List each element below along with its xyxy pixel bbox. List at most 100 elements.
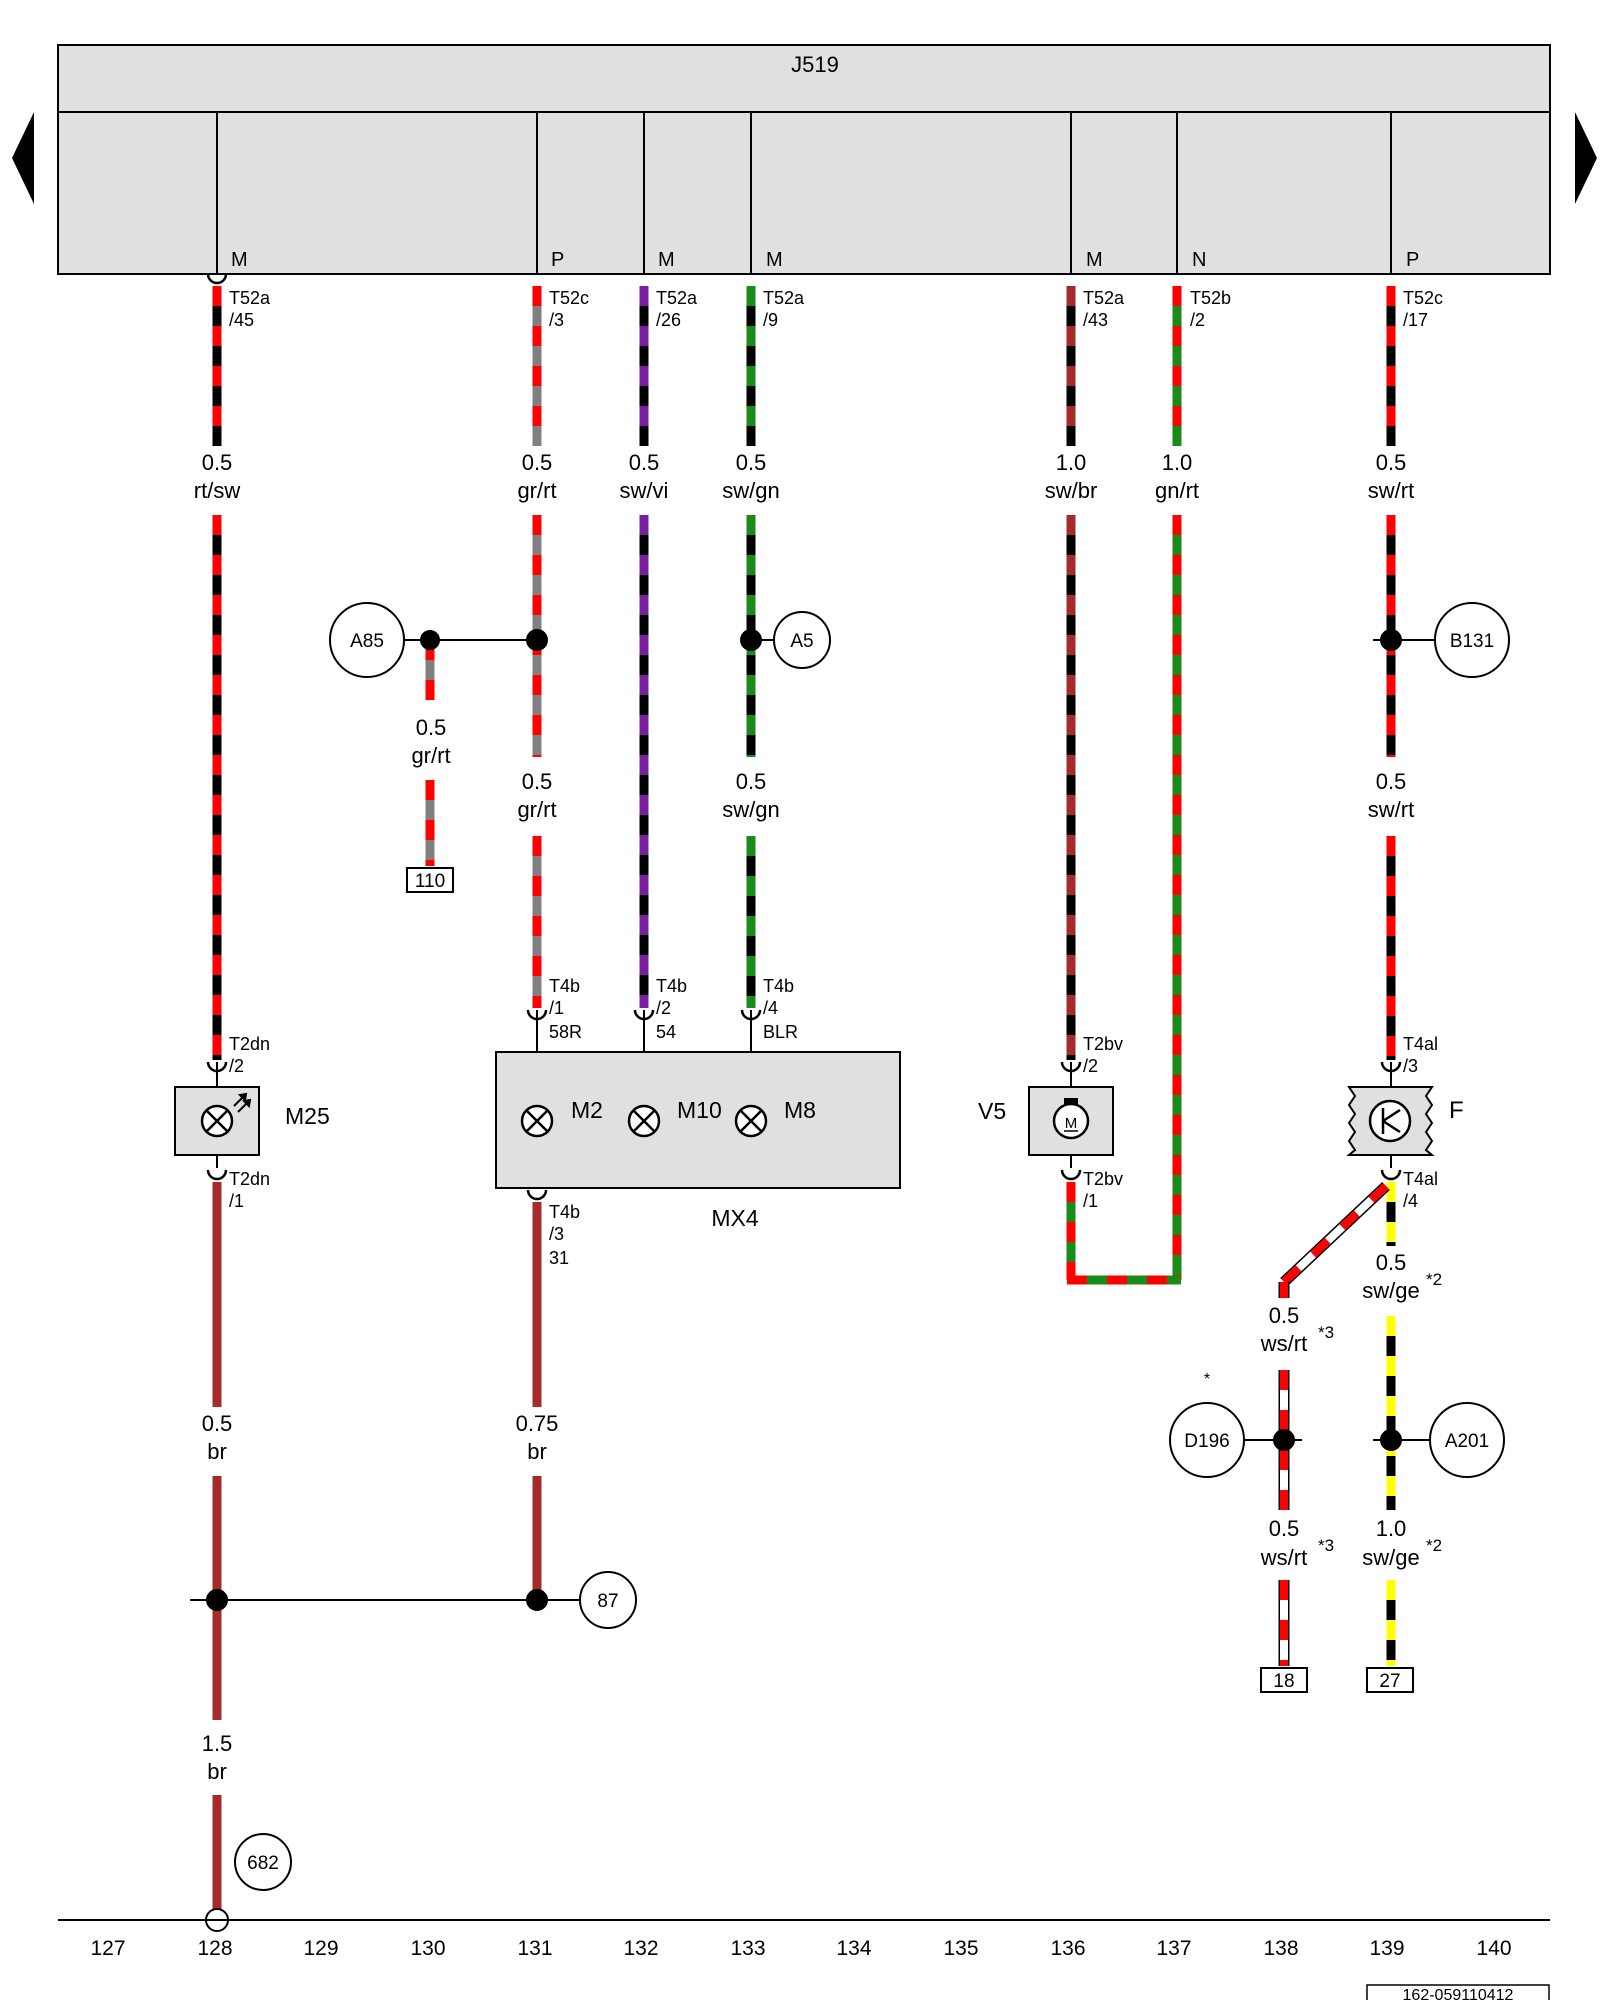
connector-hook bbox=[1380, 1061, 1402, 1073]
ref-circle-a85 bbox=[329, 602, 405, 678]
component-label: M25 bbox=[285, 1103, 330, 1129]
pin-number: /43 bbox=[1083, 310, 1108, 330]
ref-box-label: 27 bbox=[1379, 1671, 1400, 1692]
prev-page-arrow-icon[interactable] bbox=[12, 112, 34, 204]
lamp-icon bbox=[520, 1104, 554, 1138]
wire-size: 1.0 bbox=[1376, 1516, 1407, 1541]
ref-circle-label: A201 bbox=[1445, 1431, 1489, 1452]
wire-size: 0.5 bbox=[1376, 1250, 1407, 1275]
pin-connector: T52b bbox=[1190, 288, 1231, 308]
ref-circle-label: 87 bbox=[597, 1591, 618, 1612]
column-number: 139 bbox=[1369, 1937, 1404, 1960]
connector-name: T4b bbox=[549, 976, 580, 996]
wire-size: 0.5 bbox=[522, 450, 553, 475]
ref-circle-b131 bbox=[1434, 602, 1510, 678]
next-page-arrow-icon[interactable] bbox=[1575, 112, 1597, 204]
wire-note: *2 bbox=[1426, 1536, 1442, 1555]
junction-dot bbox=[526, 1589, 548, 1611]
connector-name: T4b bbox=[763, 976, 794, 996]
module-body bbox=[57, 111, 1551, 275]
connector-pin: /4 bbox=[1403, 1191, 1418, 1211]
junction-dot bbox=[420, 630, 440, 650]
component-label: V5 bbox=[978, 1098, 1006, 1124]
component-label: M10 bbox=[677, 1097, 722, 1123]
wire-note: *3 bbox=[1318, 1323, 1334, 1342]
pin-connector: T52a bbox=[763, 288, 805, 308]
component-v5: M V5 bbox=[978, 1086, 1114, 1156]
junction-dot bbox=[1273, 1429, 1295, 1451]
pin-letter: P bbox=[1406, 249, 1419, 271]
module-header bbox=[57, 44, 1551, 113]
wire-size: 0.5 bbox=[629, 450, 660, 475]
wire-color-code: br bbox=[207, 1759, 227, 1784]
wire-color-code: sw/vi bbox=[620, 478, 669, 503]
wire-color-code: sw/ge bbox=[1362, 1278, 1419, 1303]
wire-size: 0.5 bbox=[1376, 450, 1407, 475]
component-f: F bbox=[1346, 1086, 1464, 1156]
pin-connector: T52c bbox=[1403, 288, 1443, 308]
wire-size: 0.5 bbox=[416, 715, 447, 740]
ref-circle-a201 bbox=[1429, 1402, 1505, 1478]
wire-note: *3 bbox=[1318, 1536, 1334, 1555]
connector-name: T2bv bbox=[1083, 1169, 1123, 1189]
connector-terminal: BLR bbox=[763, 1022, 798, 1042]
wire-size: 0.5 bbox=[1269, 1303, 1300, 1328]
wire-size: 0.5 bbox=[202, 1411, 233, 1436]
connector-name: T2dn bbox=[229, 1034, 270, 1054]
ref-circle-label: B131 bbox=[1450, 631, 1494, 652]
connector-name: T4b bbox=[656, 976, 687, 996]
connector-hook bbox=[206, 273, 228, 285]
connector-terminal: 31 bbox=[549, 1248, 569, 1268]
connector-name: T4b bbox=[549, 1202, 580, 1222]
column-number: 138 bbox=[1263, 1937, 1298, 1960]
pin-number: /26 bbox=[656, 310, 681, 330]
wire-color-code: gr/rt bbox=[517, 797, 556, 822]
wire-ws-rt bbox=[1280, 1181, 1390, 1287]
switch-icon bbox=[1368, 1099, 1412, 1143]
connector-hook bbox=[526, 1189, 548, 1201]
ref-circle-label: A85 bbox=[350, 631, 384, 652]
wire-color-code: gn/rt bbox=[1155, 478, 1199, 503]
junction-dot bbox=[1380, 1429, 1402, 1451]
column-number: 131 bbox=[517, 1937, 552, 1960]
wire-size: 0.5 bbox=[522, 769, 553, 794]
diagram-id: 162-059110412 bbox=[1403, 1987, 1514, 2000]
wire-color-code: br bbox=[207, 1439, 227, 1464]
wire-color-code: sw/rt bbox=[1368, 478, 1414, 503]
pin-number: /17 bbox=[1403, 310, 1428, 330]
pin-labels: M P M M M N P T52a /45 T52c /3 T52a /26 … bbox=[229, 249, 1443, 330]
connector-terminal: 54 bbox=[656, 1022, 676, 1042]
column-number: 128 bbox=[197, 1937, 232, 1960]
ref-box-label: 110 bbox=[415, 871, 445, 892]
connector-hook bbox=[1060, 1061, 1082, 1073]
wire-size: 1.0 bbox=[1056, 450, 1087, 475]
pin-number: /45 bbox=[229, 310, 254, 330]
pin-number: /3 bbox=[549, 310, 564, 330]
wire-size: 0.75 bbox=[516, 1411, 559, 1436]
connector-terminal: 58R bbox=[549, 1022, 582, 1042]
ref-box-label: 18 bbox=[1273, 1671, 1294, 1692]
connector-pin: /3 bbox=[549, 1224, 564, 1244]
wire-color-code: sw/ge bbox=[1362, 1545, 1419, 1570]
connector-pin: /2 bbox=[1083, 1056, 1098, 1076]
reference-boxes: 110 18 27 bbox=[406, 867, 1414, 1693]
junction-dot bbox=[206, 1589, 228, 1611]
column-number: 135 bbox=[943, 1937, 978, 1960]
ref-box-27 bbox=[1366, 1667, 1414, 1693]
pin-letter: M bbox=[1086, 249, 1103, 271]
wire-color-code: gr/rt bbox=[411, 743, 450, 768]
connector-pin: /1 bbox=[229, 1191, 244, 1211]
component-label: M2 bbox=[571, 1097, 603, 1123]
lamp-icon bbox=[627, 1104, 661, 1138]
motor-symbol: M bbox=[1065, 1115, 1078, 1132]
component-label: MX4 bbox=[711, 1205, 759, 1231]
reference-circles: A85 A5 B131 D196 * A201 87 682 bbox=[234, 602, 1510, 1891]
wire-color-code: sw/gn bbox=[722, 478, 779, 503]
ref-circle-label: D196 bbox=[1184, 1431, 1229, 1452]
connector-pin: /4 bbox=[763, 998, 778, 1018]
pin-letter: M bbox=[766, 249, 783, 271]
column-number: 129 bbox=[303, 1937, 338, 1960]
component-mx4: MX4 M2 M10 M8 bbox=[495, 1051, 901, 1231]
wire-note: *2 bbox=[1426, 1270, 1442, 1289]
lamp-icon bbox=[734, 1104, 768, 1138]
